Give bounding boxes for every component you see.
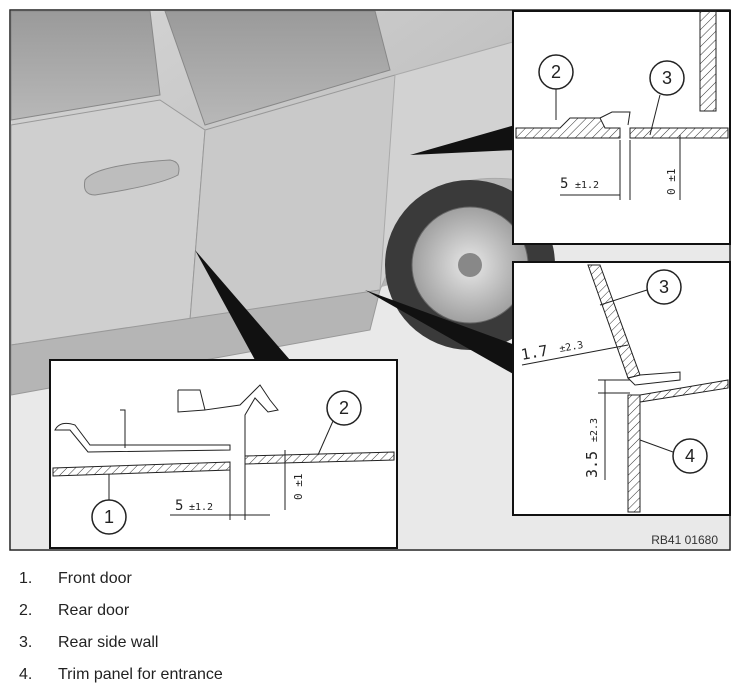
legend-item: 3. Rear side wall bbox=[0, 624, 741, 656]
callout-bottom-1: 1 bbox=[104, 507, 114, 527]
figure-code: RB41 01680 bbox=[651, 533, 718, 547]
bottom-gap-tolerance: ±1.2 bbox=[189, 502, 213, 513]
legend-item: 4. Trim panel for entrance bbox=[0, 656, 741, 688]
top-flush-value: 0 ±1 bbox=[665, 169, 678, 196]
bottom-flush-value: 0 ±1 bbox=[292, 474, 305, 501]
right-gap-value: 1.7 bbox=[520, 342, 550, 364]
inset-rear-door-to-side-wall: 5 ±1.2 0 ±1 2 3 bbox=[512, 10, 731, 245]
callout-bottom-2: 2 bbox=[339, 398, 349, 418]
inset-front-to-rear-door: 5 ±1.2 0 ±1 1 2 bbox=[49, 359, 398, 549]
top-gap-value: 5 bbox=[560, 176, 568, 192]
legend-number: 2. bbox=[19, 602, 33, 619]
legend-label: Front door bbox=[58, 570, 132, 587]
legend-label: Rear side wall bbox=[58, 634, 159, 651]
legend-item: 2. Rear door bbox=[0, 592, 741, 624]
top-gap-tolerance: ±1.2 bbox=[575, 180, 599, 191]
inset-side-wall-to-trim: 1.7 ±2.3 3.5 ±2.3 3 4 bbox=[512, 261, 731, 516]
callout-top-3: 3 bbox=[662, 68, 672, 88]
legend: 1. Front door 2. Rear door 3. Rear side … bbox=[0, 560, 741, 688]
right-flush-value: 3.5 bbox=[583, 451, 601, 478]
callout-right-4: 4 bbox=[685, 446, 695, 466]
legend-label: Trim panel for entrance bbox=[58, 666, 223, 683]
legend-number: 4. bbox=[19, 666, 33, 683]
callout-top-2: 2 bbox=[551, 62, 561, 82]
callout-right-3: 3 bbox=[659, 277, 669, 297]
bottom-gap-value: 5 bbox=[175, 498, 183, 514]
right-gap-tolerance: ±2.3 bbox=[559, 340, 585, 355]
legend-number: 1. bbox=[19, 570, 33, 587]
door-gap-diagram: 5 ±1.2 0 ±1 2 3 1.7 ±2.3 3.5 ±2.3 3 4 bbox=[9, 9, 731, 551]
right-flush-tolerance: ±2.3 bbox=[589, 418, 600, 442]
legend-item: 1. Front door bbox=[0, 560, 741, 592]
legend-number: 3. bbox=[19, 634, 33, 651]
legend-label: Rear door bbox=[58, 602, 130, 619]
